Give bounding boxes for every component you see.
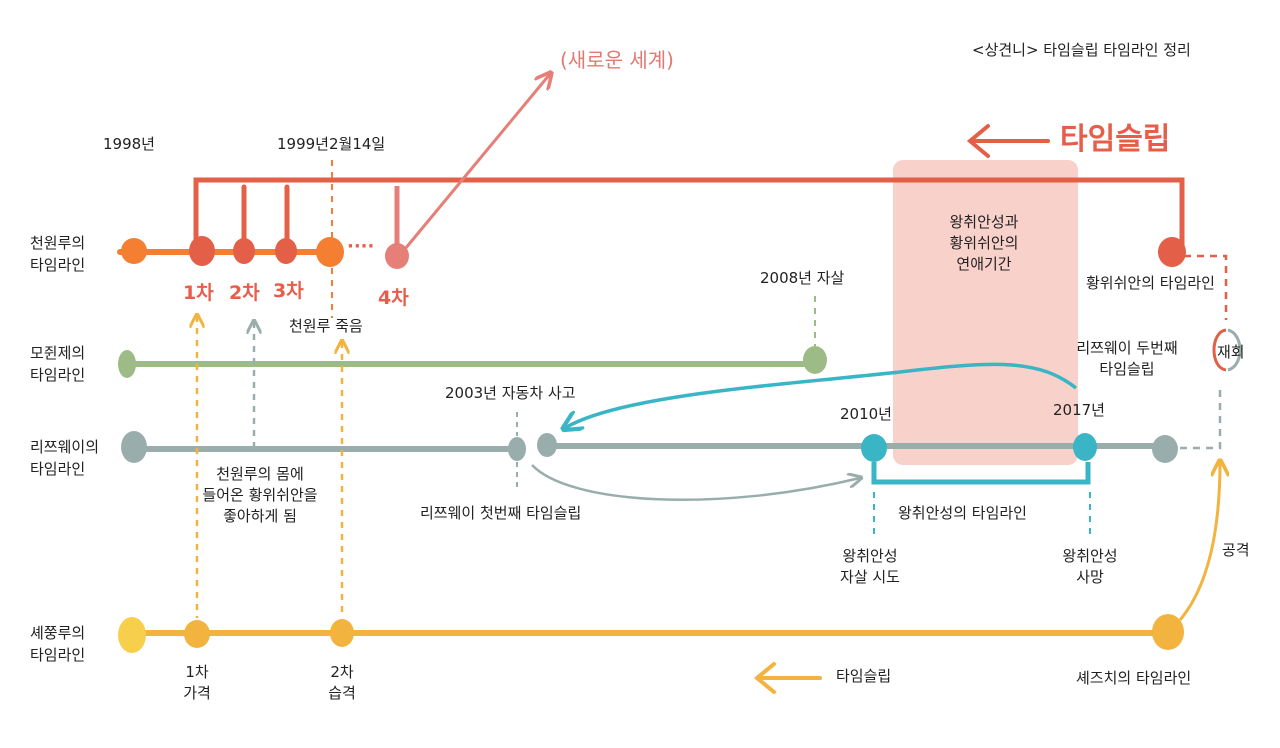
- row-label-se: 셰쭝루의 타임라인: [30, 624, 86, 664]
- mark-2nd: 2차: [229, 282, 260, 304]
- label-se-first: 1차 가격: [183, 663, 211, 702]
- label-1998: 1998년: [103, 135, 155, 153]
- label-wang-attempt: 왕취안성 자살 시도: [840, 547, 900, 586]
- label-romance-period: 왕취안성과 황위쉬안의 연애기간: [949, 213, 1019, 273]
- label-bottom-timeslip: 타임슬립: [836, 667, 892, 685]
- mark-dots: ····: [347, 236, 375, 257]
- label-li-second-slip: 리쯔웨이 두번째 타임슬립: [1076, 339, 1178, 378]
- label-2017: 2017년: [1053, 401, 1105, 419]
- red-bracket: [193, 177, 1185, 250]
- mark-1st: 1차: [183, 282, 214, 304]
- label-body-like: 천원루의 몸에 들어온 황위쉬안을 좋아하게 됨: [202, 465, 318, 525]
- label-se-second: 2차 습격: [328, 663, 356, 702]
- li-timeline: [121, 322, 1222, 501]
- mark-4th: 4차: [378, 287, 409, 309]
- label-cheon-death: 천원루 죽음: [289, 317, 363, 335]
- label-attack: 공격: [1222, 541, 1250, 559]
- label-sezhi-timeline: 셰즈치의 타임라인: [1076, 669, 1192, 687]
- row-label-cheon: 천원루의 타임라인: [30, 234, 86, 274]
- cheon-timeline: [117, 74, 1242, 372]
- label-li-first-slip: 리쯔웨이 첫번째 타임슬립: [420, 504, 582, 522]
- page-title: <상견니> 타임슬립 타임라인 정리: [972, 41, 1191, 59]
- label-mo-2008: 2008년 자살: [760, 269, 845, 287]
- se-timeline: [118, 316, 1220, 653]
- row-label-li: 리쯔웨이의 타임라인: [30, 438, 100, 478]
- romance-period-box: [893, 160, 1078, 465]
- mo-timeline: [118, 296, 827, 378]
- new-world-label: (새로운 세계): [560, 48, 674, 72]
- label-huang-timeline: 황위쉬안의 타임라인: [1086, 274, 1215, 292]
- label-1999: 1999년2월14일: [277, 135, 386, 153]
- timeslip-arrow-top: [966, 124, 1050, 158]
- wang-timeline: [565, 362, 1097, 535]
- label-2010: 2010년: [840, 405, 892, 423]
- mark-3rd: 3차: [273, 280, 304, 302]
- timeslip-title: 타임슬립: [1060, 122, 1171, 157]
- label-accident-2003: 2003년 자동차 사고: [445, 384, 576, 402]
- label-reunion: 재회: [1217, 343, 1245, 361]
- row-label-mo: 모쥔제의 타임라인: [30, 344, 86, 384]
- label-wang-death: 왕취안성 사망: [1062, 547, 1118, 586]
- timeslip-arrow-bottom: [753, 662, 822, 694]
- label-wang-timeline: 왕취안성의 타임라인: [898, 504, 1027, 522]
